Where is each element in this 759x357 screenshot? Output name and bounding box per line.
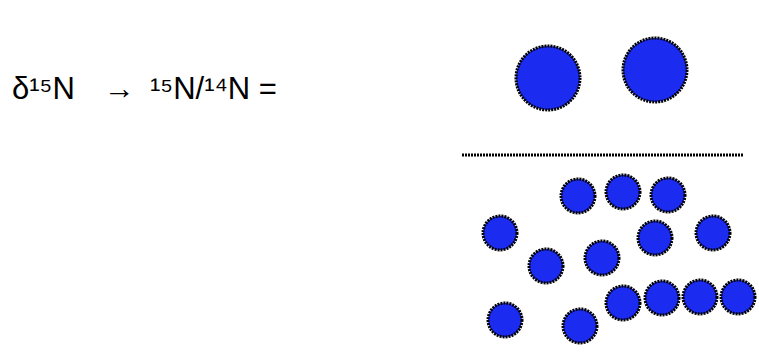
nitrogen-14-atom: [606, 175, 640, 209]
nitrogen-14-atom: [561, 179, 595, 213]
delta-notation: δ¹⁵N: [12, 73, 75, 104]
arrow-symbol: →: [104, 73, 135, 104]
nitrogen-14-atom: [529, 249, 563, 283]
nitrogen-14-atom: [721, 280, 755, 314]
nitrogen-14-atom: [683, 280, 717, 314]
nitrogen-14-atom: [606, 286, 640, 320]
nitrogen-14-atom: [645, 281, 679, 315]
nitrogen-14-atom: [488, 303, 522, 337]
nitrogen-14-atom: [638, 221, 672, 255]
ratio-expression: ¹⁵N/¹⁴N =: [150, 73, 277, 104]
nitrogen-14-atom: [563, 309, 597, 343]
nitrogen-14-atom: [585, 241, 619, 275]
nitrogen-14-atom: [483, 216, 517, 250]
heavy-isotope-group: [516, 38, 687, 110]
nitrogen-15-atom: [516, 46, 580, 110]
fraction-bar: [462, 154, 743, 157]
nitrogen-14-atom: [651, 178, 685, 212]
nitrogen-15-atom: [623, 38, 687, 102]
light-isotope-group: [483, 175, 755, 343]
nitrogen-14-atom: [696, 216, 730, 250]
